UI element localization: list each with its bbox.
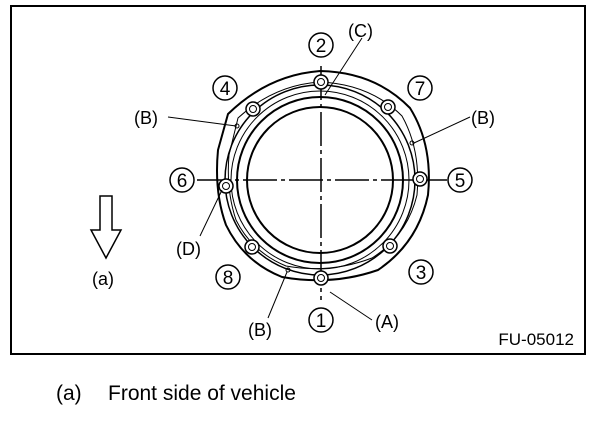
leader-c bbox=[324, 37, 363, 96]
callout-d: (D) bbox=[176, 239, 201, 259]
leader-b-left bbox=[167, 116, 237, 127]
bolt-lower-left bbox=[244, 239, 260, 255]
callout-b-left: (B) bbox=[134, 108, 158, 128]
callout-c: (C) bbox=[348, 21, 373, 41]
svg-text:3: 3 bbox=[416, 263, 427, 284]
callout-b-bottom: (B) bbox=[248, 320, 272, 340]
svg-text:7: 7 bbox=[415, 79, 426, 100]
svg-text:8: 8 bbox=[223, 268, 234, 289]
leader-a bbox=[329, 291, 373, 321]
front-direction-arrow-icon bbox=[89, 195, 123, 260]
hole-b-bottom bbox=[285, 267, 291, 273]
leader-b-right bbox=[413, 116, 471, 144]
legend-text: Front side of vehicle bbox=[108, 382, 296, 405]
bolt-upper-right bbox=[380, 99, 396, 115]
callout-b-right: (B) bbox=[471, 108, 495, 128]
svg-text:1: 1 bbox=[316, 311, 327, 332]
bolt-right bbox=[412, 171, 428, 187]
direction-label: (a) bbox=[92, 269, 114, 289]
seq-5: 5 bbox=[447, 167, 473, 193]
bolt-upper-left bbox=[245, 101, 261, 117]
bolt-top bbox=[313, 74, 329, 90]
seq-8: 8 bbox=[215, 264, 241, 290]
svg-text:6: 6 bbox=[177, 171, 188, 192]
svg-text:4: 4 bbox=[220, 79, 231, 100]
seq-3: 3 bbox=[408, 259, 434, 285]
bolt-left bbox=[218, 178, 234, 194]
sequence-markers: 2 1 4 7 6 5 8 3 bbox=[169, 32, 473, 333]
figure-frame bbox=[10, 5, 586, 355]
seq-1: 1 bbox=[308, 307, 334, 333]
seq-6: 6 bbox=[169, 167, 195, 193]
seq-7: 7 bbox=[407, 75, 433, 101]
leader-d bbox=[199, 189, 223, 237]
svg-text:2: 2 bbox=[316, 36, 327, 57]
callout-a: (A) bbox=[375, 312, 399, 332]
bolts bbox=[218, 74, 428, 286]
figure-code: FU-05012 bbox=[498, 330, 574, 349]
legend-key: (a) bbox=[56, 382, 82, 405]
bolt-bottom bbox=[313, 270, 329, 286]
svg-text:5: 5 bbox=[455, 171, 466, 192]
bolt-lower-right bbox=[382, 238, 398, 254]
leader-b-bottom bbox=[267, 271, 288, 319]
seq-2: 2 bbox=[308, 32, 334, 58]
legend-caption: (a) Front side of vehicle bbox=[56, 382, 296, 406]
seq-4: 4 bbox=[212, 75, 238, 101]
